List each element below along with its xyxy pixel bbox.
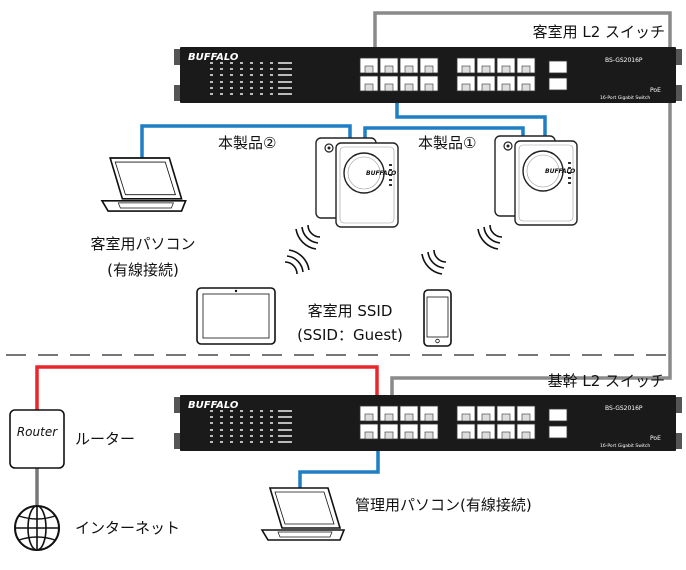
svg-text:16-Port Gigabit Switch: 16-Port Gigabit Switch bbox=[600, 95, 650, 101]
svg-text:BUFFALO: BUFFALO bbox=[366, 170, 396, 177]
guest-laptop bbox=[101, 157, 187, 212]
core-switch-label: 基幹 L2 スイッチ bbox=[548, 372, 665, 390]
wifi-waves-tablet bbox=[284, 249, 310, 275]
guest-ssid-label-1: 客室用 SSID bbox=[308, 302, 393, 320]
product-1-label: 本製品① bbox=[418, 134, 476, 152]
svg-text:PoE: PoE bbox=[650, 435, 661, 442]
access-point-2: BUFFALO bbox=[315, 137, 399, 228]
trunk-cable bbox=[373, 11, 672, 414]
cable-wan bbox=[35, 365, 379, 415]
smartphone bbox=[423, 289, 452, 347]
router: Router bbox=[9, 409, 65, 469]
guest-ssid-label-2: (SSID：Guest) bbox=[297, 326, 403, 344]
wifi-waves-ap1 bbox=[477, 224, 503, 250]
admin-pc-label: 管理用パソコン(有線接続) bbox=[355, 496, 532, 514]
access-point-1: BUFFALO bbox=[494, 135, 578, 226]
cable-switch-to-ap1 bbox=[395, 90, 547, 140]
guest-switch: BUFFALO BS-GS2016P PoE 16-Port Gigabit S… bbox=[174, 47, 682, 103]
router-box-label: Router bbox=[17, 425, 58, 439]
svg-text:PoE: PoE bbox=[650, 87, 661, 94]
wifi-waves-ap2 bbox=[295, 224, 321, 250]
cable-guest-pc bbox=[140, 124, 352, 158]
globe-icon bbox=[14, 505, 60, 551]
admin-laptop bbox=[261, 487, 345, 541]
core-switch: BUFFALO BS-GS2016P PoE 16-Port Gigabit S… bbox=[174, 395, 682, 451]
svg-text:BUFFALO: BUFFALO bbox=[188, 52, 239, 63]
cable-admin-pc bbox=[298, 445, 380, 488]
guest-pc-label-2: (有線接続) bbox=[107, 261, 179, 279]
svg-text:BUFFALO: BUFFALO bbox=[188, 400, 239, 411]
internet-label: インターネット bbox=[75, 519, 180, 537]
wifi-waves-phone bbox=[421, 249, 447, 275]
tablet bbox=[196, 287, 276, 345]
guest-pc-label-1: 客室用パソコン bbox=[90, 235, 195, 253]
router-label: ルーター bbox=[75, 430, 135, 448]
guest-switch-label: 客室用 L2 スイッチ bbox=[533, 23, 665, 41]
svg-text:16-Port Gigabit Switch: 16-Port Gigabit Switch bbox=[600, 443, 650, 449]
svg-text:BS-GS2016P: BS-GS2016P bbox=[605, 57, 643, 64]
cable-ap1-to-ap2 bbox=[363, 126, 525, 146]
product-2-label: 本製品② bbox=[218, 134, 276, 152]
svg-text:BS-GS2016P: BS-GS2016P bbox=[605, 405, 643, 412]
svg-text:BUFFALO: BUFFALO bbox=[545, 168, 575, 175]
